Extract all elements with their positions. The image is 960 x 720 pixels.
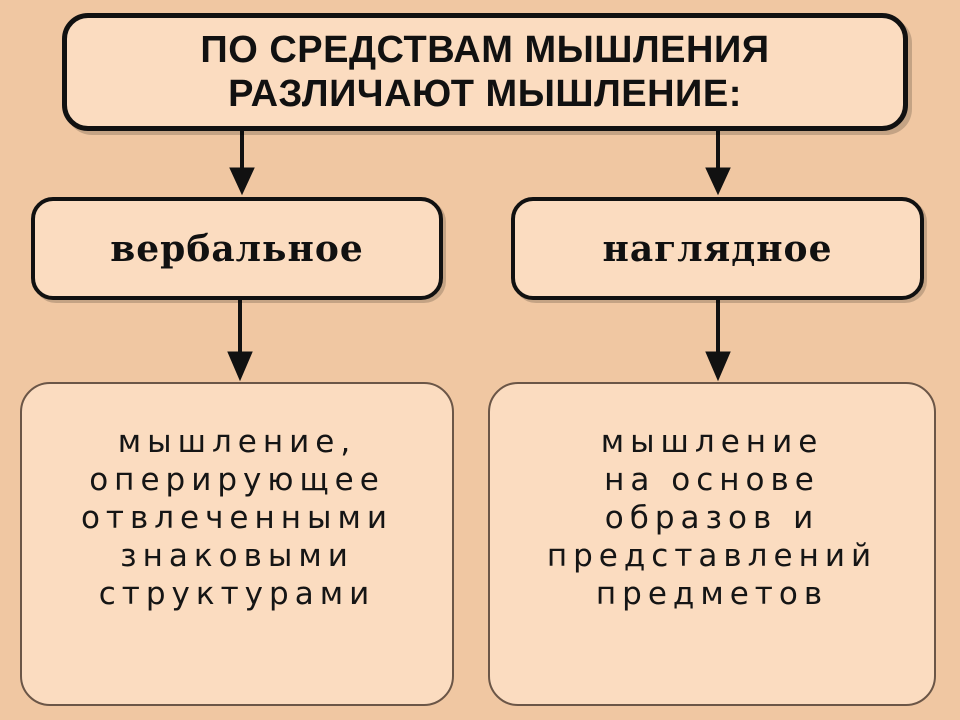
- verbal-description-line: оперирующее: [89, 462, 385, 498]
- visual-description-line: мышление: [600, 424, 824, 460]
- visual-label: наглядное: [602, 227, 833, 270]
- visual-description-line: на основе: [604, 462, 820, 498]
- arrow-mid-right-head: [705, 351, 731, 382]
- verbal-description-line: знаковыми: [120, 538, 354, 574]
- visual-description-box: мышление на основе образов и представлен…: [488, 382, 936, 706]
- visual-description-line: предметов: [595, 576, 829, 612]
- visual-description: мышление на основе образов и представлен…: [547, 423, 877, 613]
- header-box: ПО СРЕДСТВАМ МЫШЛЕНИЯ РАЗЛИЧАЮТ МЫШЛЕНИЕ…: [62, 13, 908, 131]
- arrow-top-right-head: [705, 167, 731, 196]
- visual-description-line: представлений: [546, 538, 878, 574]
- verbal-label: вербальное: [110, 227, 364, 270]
- verbal-description-line: мышление,: [117, 424, 357, 460]
- arrow-mid-left-head: [227, 351, 253, 382]
- header-line-1: ПО СРЕДСТВАМ МЫШЛЕНИЯ: [200, 29, 770, 71]
- verbal-description-box: мышление, оперирующее отвлеченными знако…: [20, 382, 454, 706]
- verbal-description: мышление, оперирующее отвлеченными знако…: [81, 423, 393, 613]
- verbal-description-line: структурами: [98, 576, 376, 612]
- arrow-top-left-head: [229, 167, 255, 196]
- visual-box: наглядное: [511, 197, 924, 300]
- verbal-box: вербальное: [31, 197, 443, 300]
- header-line-2: РАЗЛИЧАЮТ МЫШЛЕНИЕ:: [228, 73, 742, 115]
- visual-description-line: образов и: [604, 500, 820, 536]
- verbal-description-line: отвлеченными: [80, 500, 394, 536]
- header-title: ПО СРЕДСТВАМ МЫШЛЕНИЯ РАЗЛИЧАЮТ МЫШЛЕНИЕ…: [200, 28, 769, 116]
